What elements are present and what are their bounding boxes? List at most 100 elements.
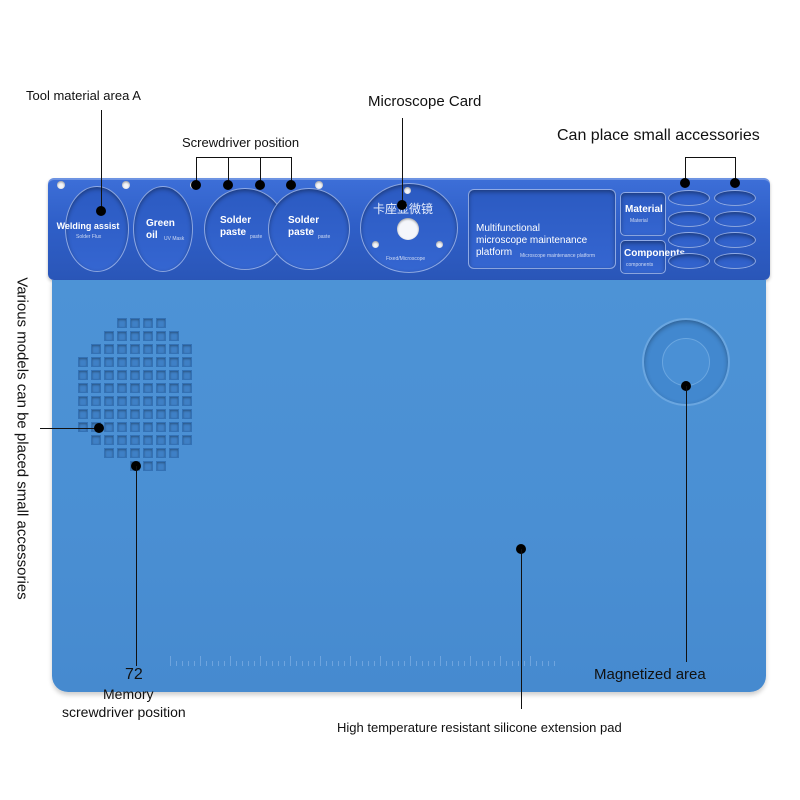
screw-slot bbox=[117, 370, 127, 380]
ruler-tick bbox=[314, 661, 315, 666]
ruler-tick bbox=[416, 661, 417, 666]
ruler-tick bbox=[374, 661, 375, 666]
screw-slot bbox=[156, 409, 166, 419]
ruler-tick bbox=[524, 661, 525, 666]
callout-dot bbox=[730, 178, 740, 188]
screw-slot bbox=[91, 344, 101, 354]
accessory-slot bbox=[714, 211, 756, 227]
screw-slot bbox=[143, 435, 153, 445]
screw-slot bbox=[78, 396, 88, 406]
microscope-screw-hole bbox=[436, 241, 443, 248]
screw-slot bbox=[104, 448, 114, 458]
screw-slot bbox=[169, 331, 179, 341]
screw-slot bbox=[78, 357, 88, 367]
ruler-tick bbox=[170, 656, 171, 666]
callout-dot bbox=[94, 423, 104, 433]
screw-slot bbox=[117, 422, 127, 432]
callout-memory-line1: Memory bbox=[103, 686, 154, 702]
screw-slot bbox=[130, 370, 140, 380]
screw-slot bbox=[78, 422, 88, 432]
callout-line bbox=[686, 386, 687, 662]
ruler-tick bbox=[554, 661, 555, 666]
ruler-tick bbox=[218, 661, 219, 666]
microscope-sub: Fixed/Microscope bbox=[386, 256, 426, 262]
components-label: Components bbox=[624, 248, 686, 259]
screw-slot bbox=[169, 383, 179, 393]
screw-slot bbox=[78, 370, 88, 380]
ruler-tick bbox=[350, 656, 351, 666]
callout-line bbox=[101, 110, 102, 210]
ruler-tick bbox=[362, 661, 363, 666]
ruler-tick bbox=[464, 661, 465, 666]
screw-slot bbox=[169, 370, 179, 380]
ruler-tick bbox=[344, 661, 345, 666]
ruler-tick bbox=[536, 661, 537, 666]
screw-slot bbox=[182, 396, 192, 406]
green-oil-label-line2: oil bbox=[146, 230, 158, 241]
screw-slot bbox=[182, 409, 192, 419]
screw-slot bbox=[130, 435, 140, 445]
accessory-slot bbox=[668, 190, 710, 206]
screw-slot bbox=[130, 344, 140, 354]
callout-dot bbox=[680, 178, 690, 188]
screw-slot bbox=[130, 383, 140, 393]
ruler-tick bbox=[428, 661, 429, 666]
screw-slot bbox=[156, 370, 166, 380]
components-box bbox=[620, 240, 666, 274]
ruler-tick bbox=[380, 656, 381, 666]
screw-slot bbox=[156, 357, 166, 367]
accessory-slot bbox=[714, 190, 756, 206]
screw-slot bbox=[169, 409, 179, 419]
screw-slot bbox=[182, 422, 192, 432]
screw-slot bbox=[156, 318, 166, 328]
ruler-tick bbox=[248, 661, 249, 666]
screw-slot bbox=[169, 448, 179, 458]
welding-assist-sub: Solder Flux bbox=[76, 234, 102, 240]
accessory-slot bbox=[714, 253, 756, 269]
callout-dot bbox=[96, 206, 106, 216]
screw-slot bbox=[91, 409, 101, 419]
callout-dot bbox=[397, 200, 407, 210]
screw-slot bbox=[91, 357, 101, 367]
screw-slot bbox=[182, 383, 192, 393]
platform-label-line3: platform bbox=[476, 247, 513, 258]
screw-slot bbox=[117, 331, 127, 341]
screw-slot bbox=[182, 344, 192, 354]
screw-slot bbox=[143, 396, 153, 406]
screw-slot bbox=[156, 461, 166, 471]
screw-slot bbox=[143, 331, 153, 341]
callout-line bbox=[136, 466, 137, 666]
ruler-tick bbox=[296, 661, 297, 666]
screw-slot bbox=[104, 422, 114, 432]
screw-slot bbox=[143, 370, 153, 380]
green-oil-slot bbox=[133, 186, 193, 272]
ruler-tick bbox=[500, 656, 501, 666]
material-box bbox=[620, 192, 666, 236]
microscope-center-hole bbox=[397, 218, 419, 240]
screw-slot bbox=[91, 396, 101, 406]
screw-slot bbox=[78, 409, 88, 419]
ruler-tick bbox=[356, 661, 357, 666]
solder-paste-2-line2: paste bbox=[288, 227, 315, 238]
accessory-slot bbox=[668, 232, 710, 248]
ruler-scale bbox=[170, 652, 560, 666]
callout-memory-count: 72 bbox=[125, 666, 143, 683]
screw-slot bbox=[91, 435, 101, 445]
callout-dot bbox=[255, 180, 265, 190]
callout-microscope-card: Microscope Card bbox=[368, 93, 482, 110]
screw-slot bbox=[117, 357, 127, 367]
ruler-tick bbox=[206, 661, 207, 666]
ruler-tick bbox=[308, 661, 309, 666]
screw-slot bbox=[143, 357, 153, 367]
ruler-tick bbox=[326, 661, 327, 666]
ruler-tick bbox=[404, 661, 405, 666]
ruler-tick bbox=[440, 656, 441, 666]
ruler-tick bbox=[512, 661, 513, 666]
screw-slot bbox=[130, 422, 140, 432]
platform-panel bbox=[468, 189, 616, 269]
screw-slot bbox=[104, 383, 114, 393]
callout-small-accessories: Can place small accessories bbox=[557, 127, 760, 144]
screw-slot bbox=[117, 409, 127, 419]
screw-slot bbox=[130, 448, 140, 458]
ruler-tick bbox=[446, 661, 447, 666]
